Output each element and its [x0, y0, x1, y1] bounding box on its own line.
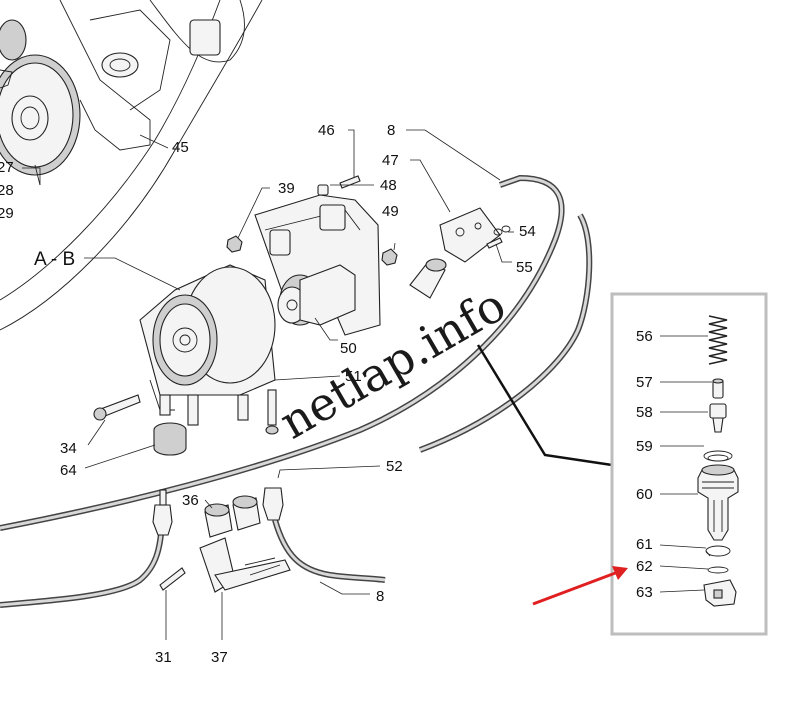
- label-31: 31: [155, 649, 172, 666]
- label-61: 61: [636, 536, 653, 553]
- label-57: 57: [636, 374, 653, 391]
- machine-housing: [0, 0, 263, 331]
- label-62: 62: [636, 558, 653, 575]
- red-arrow-indicator: [532, 566, 628, 606]
- part-labels: 45 27 28 29 46 8 47 39 48 49 54 55 50 51…: [0, 122, 536, 666]
- sensor-clip-assembly: [199, 495, 291, 593]
- spring-56: [708, 315, 728, 365]
- tubes: [0, 174, 593, 608]
- gear-assembly: [0, 19, 81, 186]
- label-28: 28: [0, 182, 14, 199]
- label-59: 59: [636, 438, 653, 455]
- label-54: 54: [519, 223, 536, 240]
- label-29: 29: [0, 205, 14, 222]
- label-45: 45: [172, 139, 189, 156]
- label-46: 46: [318, 122, 335, 139]
- label-64: 64: [60, 462, 77, 479]
- label-27: 27: [0, 159, 14, 176]
- label-8-bottom: 8: [376, 588, 384, 605]
- label-8-top: 8: [387, 122, 395, 139]
- label-51: 51: [345, 368, 362, 385]
- label-50: 50: [340, 340, 357, 357]
- pump-body: [139, 264, 279, 435]
- label-39: 39: [278, 180, 295, 197]
- detail-labels: 56 57 58 59 60 61 62 63: [636, 328, 653, 601]
- label-52: 52: [386, 458, 403, 475]
- label-56: 56: [636, 328, 653, 345]
- label-34: 34: [60, 440, 77, 457]
- callout-a-b: A - B: [34, 249, 75, 270]
- label-60: 60: [636, 486, 653, 503]
- label-49: 49: [382, 203, 399, 220]
- label-48: 48: [380, 177, 397, 194]
- leader-lines: [22, 129, 613, 640]
- detail-frame: [610, 292, 768, 636]
- small-fasteners: [93, 175, 511, 591]
- label-63: 63: [636, 584, 653, 601]
- bracket-assembly: [254, 194, 381, 336]
- label-55: 55: [516, 259, 533, 276]
- label-47: 47: [382, 152, 399, 169]
- label-37: 37: [211, 649, 228, 666]
- label-36: 36: [182, 492, 199, 509]
- label-58: 58: [636, 404, 653, 421]
